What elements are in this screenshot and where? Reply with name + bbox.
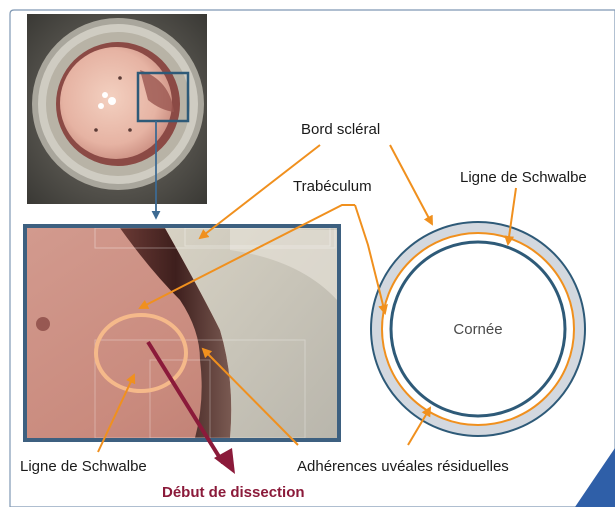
label-schwalbe-left: Ligne de Schwalbe xyxy=(20,458,147,475)
label-trabeculum: Trabéculum xyxy=(293,178,372,195)
label-cornee: Cornée xyxy=(453,321,502,338)
label-bord-scleral: Bord scléral xyxy=(301,121,380,138)
label-schwalbe-right: Ligne de Schwalbe xyxy=(460,169,587,186)
label-debut-dissection: Début de dissection xyxy=(162,484,305,501)
zoomed-angle-photo xyxy=(27,228,337,438)
eye-overview-photo xyxy=(27,14,207,204)
label-adherences: Adhérences uvéales résiduelles xyxy=(297,458,509,475)
